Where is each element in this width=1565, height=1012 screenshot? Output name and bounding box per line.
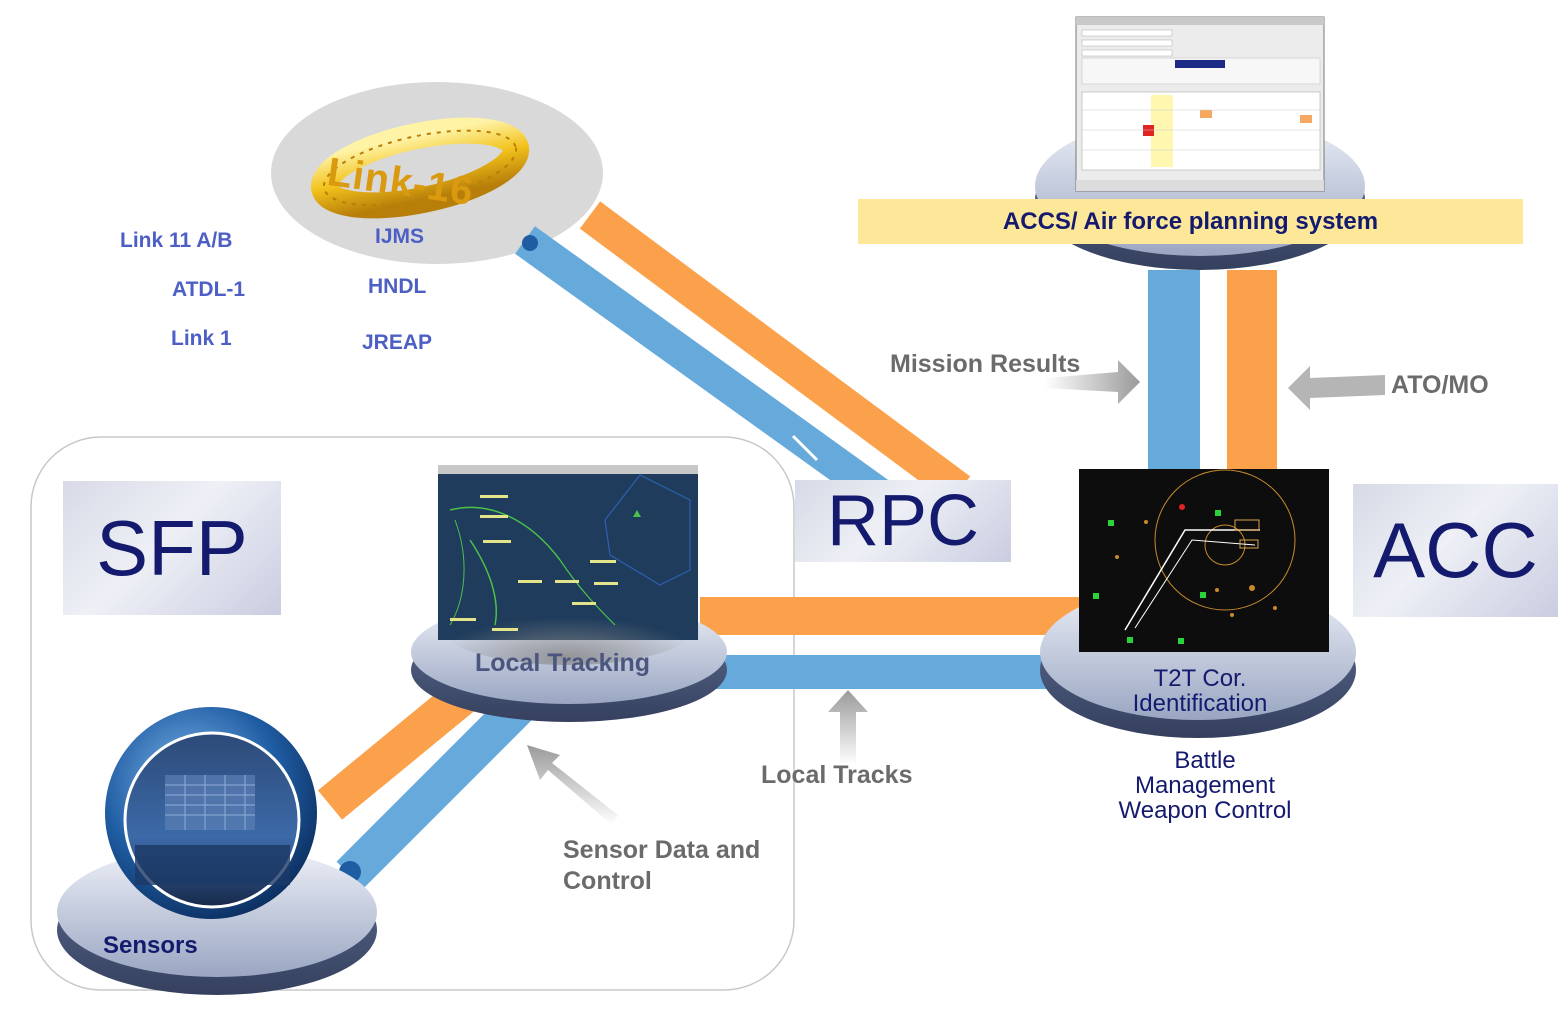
sensor-data-label-line1: Sensor Data and bbox=[563, 836, 761, 864]
local-acc-blue bbox=[700, 655, 1060, 689]
hndl-label: HNDL bbox=[368, 275, 427, 298]
sensor-local-blue bbox=[336, 691, 534, 889]
mission-results-arrow bbox=[1045, 360, 1140, 404]
acc-function-management: Management bbox=[1134, 772, 1276, 799]
ijms-label: IJMS bbox=[375, 225, 425, 248]
local-tracking-screen bbox=[438, 465, 698, 665]
jreap-label: JREAP bbox=[362, 331, 433, 354]
acc-planning-blue bbox=[1148, 270, 1200, 470]
sensor-local-orange bbox=[317, 675, 483, 820]
local-tracks-arrow bbox=[828, 690, 868, 765]
acc-function-battle: Battle bbox=[1174, 747, 1236, 774]
band-gap bbox=[791, 434, 819, 462]
planning-screenshot bbox=[1075, 16, 1325, 192]
acc-planning-orange bbox=[1227, 270, 1277, 470]
connection-bands bbox=[317, 201, 1277, 889]
t2t-label-line1: T2T Cor. bbox=[1153, 665, 1247, 692]
link16-rpc-orange bbox=[579, 201, 971, 504]
atdl1-label: ATDL-1 bbox=[172, 278, 246, 301]
radar-sphere bbox=[105, 707, 317, 919]
acc-box: ACC bbox=[1353, 484, 1558, 617]
sensors-label: Sensors bbox=[103, 932, 198, 959]
flow-arrows bbox=[527, 360, 1385, 825]
band-end-dot bbox=[522, 235, 538, 251]
sensor-data-arrow bbox=[527, 745, 618, 825]
acc-functions-label: Battle Management Weapon Control bbox=[1100, 748, 1310, 823]
local-acc-orange bbox=[700, 597, 1080, 635]
local-tracking-label: Local Tracking bbox=[475, 649, 651, 677]
link16-rpc-blue bbox=[515, 226, 890, 509]
local-tracks-label: Local Tracks bbox=[761, 761, 913, 789]
mission-results-label: Mission Results bbox=[890, 350, 1081, 378]
t2t-label-line2: Identification bbox=[1132, 690, 1268, 717]
sensor-data-label-line2: Control bbox=[563, 867, 652, 895]
link16-cloud bbox=[271, 82, 603, 264]
ato-mo-label: ATO/MO bbox=[1391, 371, 1489, 399]
acc-radar-screen bbox=[1079, 469, 1329, 652]
rpc-box: RPC bbox=[795, 480, 1011, 562]
link11-label: Link 11 A/B bbox=[120, 229, 233, 252]
sfp-box: SFP bbox=[63, 481, 281, 615]
t2t-label: T2T Cor. Identification bbox=[1100, 666, 1300, 716]
link1-label: Link 1 bbox=[171, 327, 232, 350]
acc-function-weapon-control: Weapon Control bbox=[1118, 797, 1292, 824]
planning-system-title: ACCS/ Air force planning system bbox=[858, 199, 1523, 244]
link16-logo bbox=[310, 117, 530, 219]
sfp-region bbox=[30, 436, 795, 991]
ato-mo-arrow bbox=[1288, 366, 1385, 410]
